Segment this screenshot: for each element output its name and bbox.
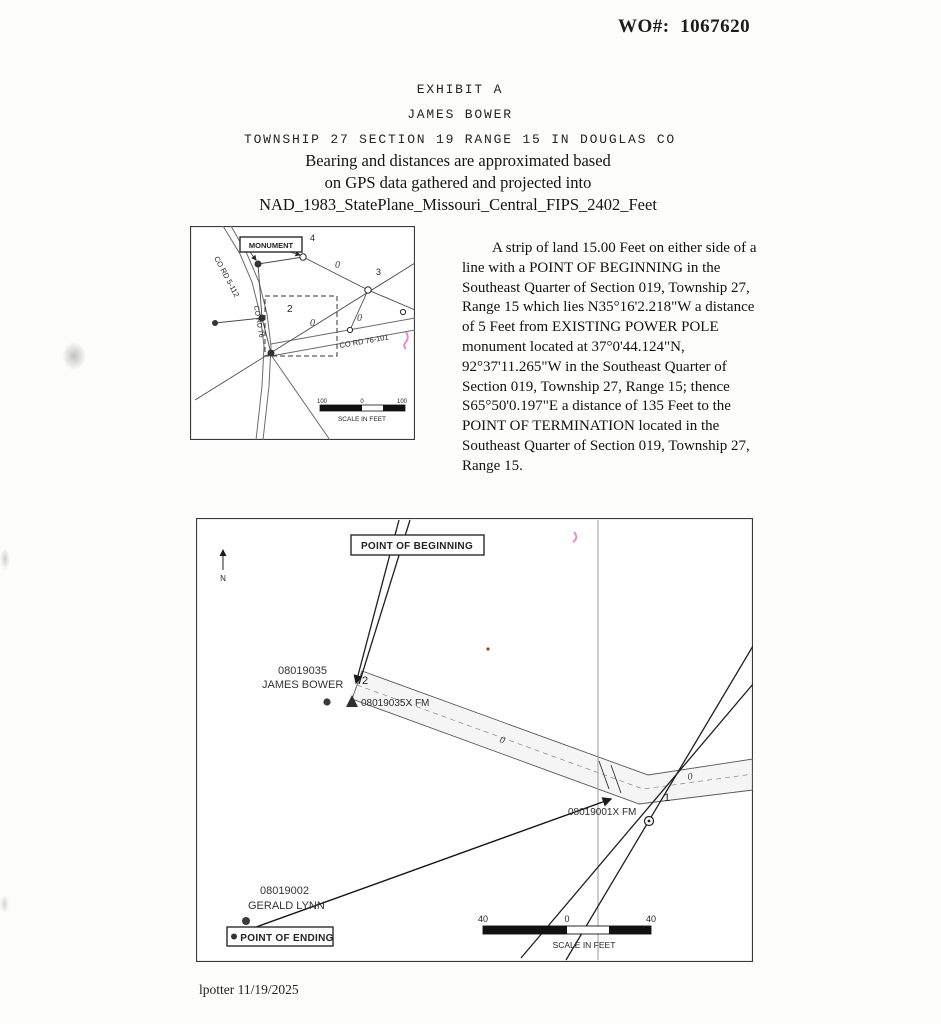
survey-line bbox=[302, 256, 369, 291]
bearing-zero: 0 bbox=[357, 313, 362, 324]
pob-label: POINT OF BEGINNING bbox=[361, 541, 473, 552]
pob-label-box bbox=[350, 534, 485, 556]
inset-scale-bar: 100 0 100 SCALE IN FEET bbox=[317, 399, 408, 423]
easement-centerline bbox=[356, 684, 753, 790]
monument-dot bbox=[242, 917, 250, 925]
bearing-zero: 0 bbox=[498, 734, 506, 746]
point-number-1: 1 bbox=[664, 792, 670, 804]
pole-id-corner: 08019001X FM bbox=[568, 807, 636, 818]
scan-artifact-pink-mark bbox=[403, 331, 409, 350]
note-line-3: NAD_1983_StatePlane_Missouri_Central_FIP… bbox=[259, 195, 657, 214]
power-pole-symbol-center bbox=[647, 819, 651, 823]
scan-artifact-speck bbox=[486, 647, 490, 651]
note-line-1: Bearing and distances are approximated b… bbox=[305, 151, 611, 170]
main-scale-bar: 40 0 40 SCALE IN FEET bbox=[478, 914, 656, 950]
scale-bar-segment bbox=[609, 926, 651, 934]
power-line bbox=[520, 683, 753, 959]
survey-line bbox=[257, 256, 304, 265]
survey-line bbox=[367, 289, 415, 311]
survey-line bbox=[214, 317, 263, 324]
monument-dot bbox=[267, 349, 275, 357]
survey-line bbox=[349, 289, 369, 331]
survey-line bbox=[194, 262, 415, 401]
pole-id-bower: 08019035X FM bbox=[361, 698, 429, 709]
monument-leader-arrow bbox=[249, 251, 257, 261]
parcel-owner-bower: JAMES BOWER bbox=[262, 679, 343, 691]
scale-caption: SCALE IN FEET bbox=[553, 940, 616, 950]
parcel-owner-lynn: GERALD LYNN bbox=[248, 900, 325, 912]
corner-circle-marker bbox=[364, 286, 372, 294]
monument-dot bbox=[254, 260, 262, 268]
survey-line bbox=[261, 317, 272, 354]
scan-artifact-pink-mark bbox=[572, 531, 578, 543]
scale-bar-segment bbox=[320, 405, 362, 411]
projection-note: Bearing and distances are approximated b… bbox=[0, 150, 916, 216]
work-order-number: WO#: 1067620 bbox=[618, 16, 751, 37]
bearing-zero: 0 bbox=[310, 318, 315, 329]
scan-smudge bbox=[0, 548, 10, 570]
poe-label-box bbox=[226, 926, 334, 947]
monument-dot bbox=[212, 320, 218, 326]
corner-circle-marker bbox=[299, 253, 307, 261]
road-line bbox=[222, 226, 265, 440]
survey-line bbox=[257, 263, 263, 319]
exhibit-header: EXHIBIT A JAMES BOWER TOWNSHIP 27 SECTIO… bbox=[0, 82, 920, 157]
poe-dot bbox=[231, 933, 237, 940]
scale-right-value: 100 bbox=[397, 399, 408, 405]
parcel-id-bower: 08019035 bbox=[278, 665, 327, 677]
owner-name: JAMES BOWER bbox=[407, 107, 513, 122]
monument-dot bbox=[323, 698, 331, 706]
road-line bbox=[270, 317, 415, 345]
corner-number-2: 2 bbox=[287, 304, 293, 315]
power-line bbox=[565, 645, 753, 961]
poe-leader-arrow bbox=[233, 797, 613, 936]
township-line: TOWNSHIP 27 SECTION 19 RANGE 15 IN DOUGL… bbox=[243, 132, 677, 147]
power-pole-triangle-marker bbox=[346, 695, 358, 707]
note-line-2: on GPS data gathered and projected into bbox=[324, 173, 592, 192]
road-line bbox=[270, 329, 415, 357]
exhibit-title: EXHIBIT A bbox=[416, 82, 504, 97]
north-arrow-icon: N bbox=[219, 549, 227, 583]
monument-dot bbox=[258, 314, 266, 322]
road-line bbox=[270, 354, 331, 440]
scale-zero-value: 0 bbox=[564, 914, 569, 924]
bearing-zero: 0 bbox=[335, 260, 340, 271]
point-number-2: 2 bbox=[362, 675, 368, 687]
inset-location-map: MONUMENT CO RD 5-112 CO RD 76 CO RD 76-1… bbox=[190, 226, 415, 440]
corner-number-3: 3 bbox=[376, 267, 381, 277]
scale-right-value: 40 bbox=[646, 914, 656, 924]
station-tick bbox=[610, 764, 622, 794]
corner-number-4: 4 bbox=[310, 233, 315, 243]
corner-circle-marker bbox=[399, 308, 407, 316]
scale-zero-value: 0 bbox=[360, 399, 364, 405]
scale-left-value: 100 bbox=[317, 399, 328, 405]
station-tick bbox=[598, 760, 610, 790]
parcel-id-lynn: 08019002 bbox=[260, 885, 309, 897]
scale-caption: SCALE IN FEET bbox=[338, 416, 386, 423]
footer-initials-date: lpotter 11/19/2025 bbox=[199, 982, 299, 997]
scale-bar-segment bbox=[483, 926, 567, 934]
north-label: N bbox=[220, 574, 226, 583]
monument-label: MONUMENT bbox=[249, 241, 294, 250]
scale-left-value: 40 bbox=[478, 914, 488, 924]
legal-description: A strip of land 15.00 Feet on either sid… bbox=[462, 240, 757, 474]
poe-label: POINT OF ENDING bbox=[240, 933, 333, 944]
scale-bar-segment bbox=[383, 405, 405, 411]
road-line bbox=[230, 226, 272, 440]
monument-label-box bbox=[239, 236, 303, 253]
scan-smudge bbox=[62, 342, 86, 370]
section-dashed-square bbox=[264, 295, 338, 357]
main-map-border bbox=[196, 518, 753, 962]
bearing-zero: 0 bbox=[687, 771, 693, 783]
easement-detail-map: N POINT OF BEGINNING 2 08019035 JAMES BO… bbox=[196, 518, 753, 962]
corner-circle-marker bbox=[346, 326, 354, 334]
scan-smudge bbox=[0, 895, 9, 913]
